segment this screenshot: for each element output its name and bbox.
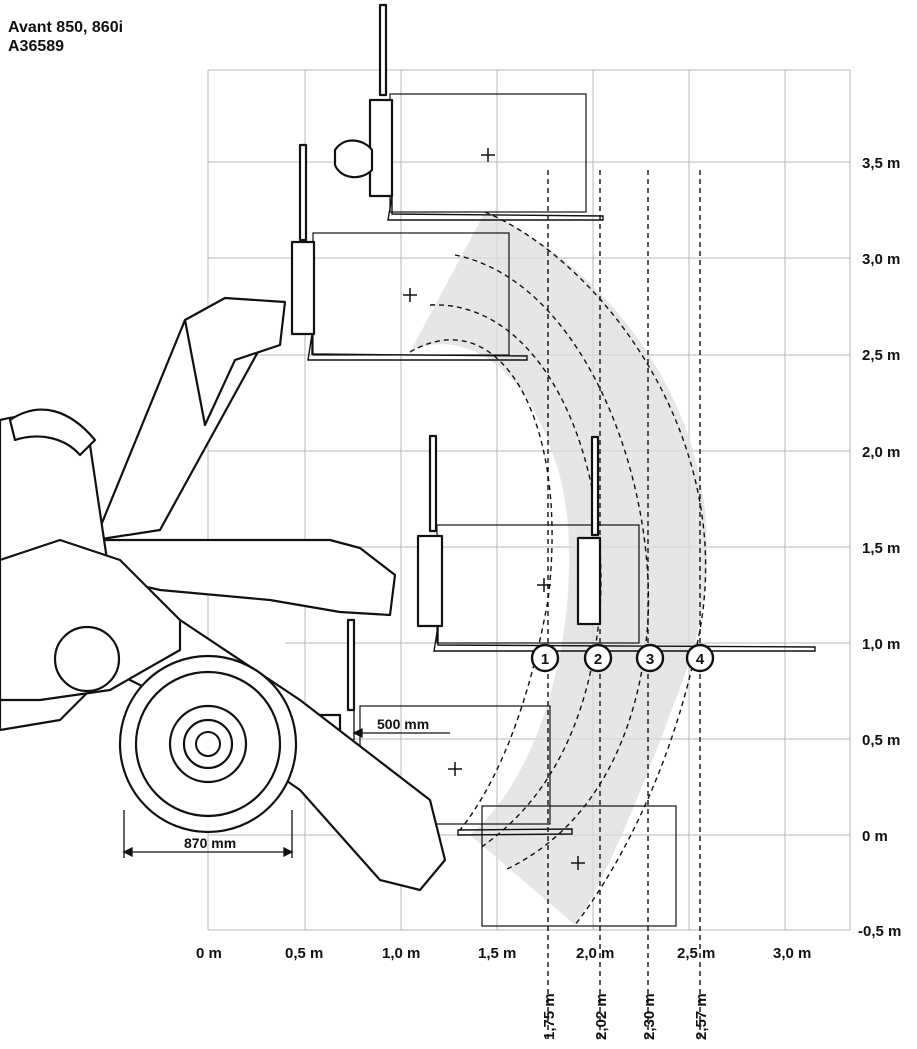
y-tick-label: 3,0 m	[862, 251, 900, 268]
y-tick-label: 2,0 m	[862, 444, 900, 461]
position-marker-4: 4	[685, 643, 715, 673]
dimension-marks	[122, 710, 450, 858]
x-tick-label: 2,5 m	[677, 945, 715, 962]
x-tick-label: 0 m	[196, 945, 222, 962]
y-tick-label: 0,5 m	[862, 732, 900, 749]
y-tick-label: 3,5 m	[862, 155, 900, 172]
x-tick-label: 0,5 m	[285, 945, 323, 962]
svg-text:4: 4	[696, 651, 705, 668]
x-tick-label: 3,0 m	[773, 945, 811, 962]
distance-label-1: 1,75 m	[541, 993, 558, 1040]
position-marker-3: 3	[635, 643, 665, 673]
x-tick-label: 1,5 m	[478, 945, 516, 962]
x-axis-labels: 0 m 0,5 m 1,0 m 1,5 m 2,0 m 2,5 m 3,0 m	[196, 945, 811, 962]
y-axis-labels: 3,5 m 3,0 m 2,5 m 2,0 m 1,5 m 1,0 m 0,5 …	[858, 155, 901, 940]
reach-arcs	[409, 211, 707, 926]
svg-text:1: 1	[541, 651, 549, 668]
position-marker-2: 2	[583, 643, 613, 673]
loader-machine	[0, 296, 447, 892]
reach-band	[410, 212, 708, 925]
x-tick-label: 2,0 m	[576, 945, 614, 962]
x-tick-label: 1,0 m	[382, 945, 420, 962]
position-marker-1: 1	[530, 643, 560, 673]
y-tick-label: -0,5 m	[858, 923, 901, 940]
load-center-marks	[403, 148, 585, 870]
wheel-width-dimension: 870 mm	[184, 835, 236, 851]
y-tick-label: 2,5 m	[862, 347, 900, 364]
distance-label-3: 2,30 m	[641, 993, 658, 1040]
svg-text:2: 2	[594, 651, 602, 668]
distance-label-4: 2,57 m	[693, 993, 710, 1040]
offset-dimension: 500 mm	[377, 716, 429, 732]
y-tick-label: 1,0 m	[862, 636, 900, 653]
y-tick-label: 1,5 m	[862, 540, 900, 557]
position-markers: 1 2 3 4	[530, 643, 715, 673]
position-lines	[547, 170, 701, 1040]
part-code: A36589	[8, 38, 65, 55]
svg-text:3: 3	[646, 651, 654, 668]
y-tick-label: 0 m	[862, 828, 888, 845]
distance-label-2: 2,02 m	[593, 993, 610, 1040]
model-title: Avant 850, 860i	[8, 19, 124, 36]
